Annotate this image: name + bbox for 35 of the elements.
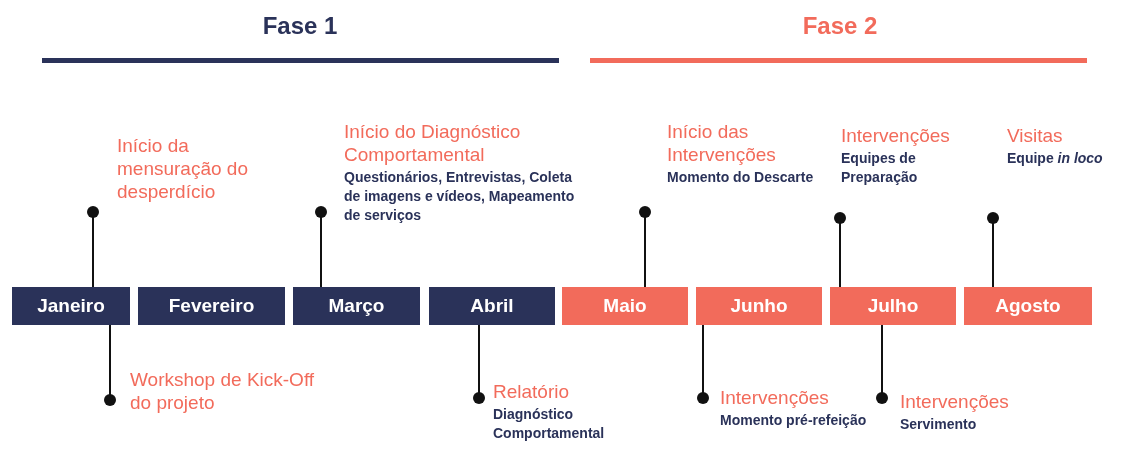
event-title: Intervenções <box>900 390 1010 413</box>
event-title: Início do Diagnóstico Comportamental <box>344 120 522 166</box>
event-title: Intervenções <box>841 124 951 147</box>
pin-connector <box>87 206 99 288</box>
month-box: Maio <box>562 287 688 325</box>
pin-connector <box>697 324 709 404</box>
event-title: Início da mensuração do desperdício <box>117 134 249 203</box>
phase-title: Fase 2 <box>801 12 879 40</box>
event-description: Momento pré-refeição <box>720 411 868 430</box>
event-description: Servimento <box>900 415 978 434</box>
pin-connector <box>987 212 999 288</box>
pin-connector <box>639 206 651 288</box>
month-box: Abril <box>429 287 555 325</box>
event-description: Equipe in loco <box>1007 149 1104 168</box>
pin-connector <box>876 324 888 404</box>
event-title: Relatório <box>493 380 571 403</box>
event-title: Workshop de Kick-Off do projeto <box>130 368 316 414</box>
month-box: Janeiro <box>12 287 130 325</box>
event-description: Equipes de Preparação <box>841 149 919 187</box>
pin-connector <box>104 324 116 406</box>
month-box: Agosto <box>964 287 1092 325</box>
event-title: Início das Intervenções <box>667 120 777 166</box>
event-description: Diagnóstico Comportamental <box>493 405 606 443</box>
event-title: Visitas <box>1007 124 1064 147</box>
phase-title: Fase 1 <box>261 12 339 40</box>
event-description: Questionários, Entrevistas, Coleta de imagens e vídeos, Mapeamento de serviços <box>344 168 576 225</box>
event-description: Momento do Descarte <box>667 168 815 187</box>
month-box: Julho <box>830 287 956 325</box>
event-title: Intervenções <box>720 386 830 409</box>
pin-connector <box>315 206 327 288</box>
month-box: Fevereiro <box>138 287 285 325</box>
month-box: Março <box>293 287 420 325</box>
month-box: Junho <box>696 287 822 325</box>
pin-connector <box>834 212 846 288</box>
pin-connector <box>473 324 485 404</box>
